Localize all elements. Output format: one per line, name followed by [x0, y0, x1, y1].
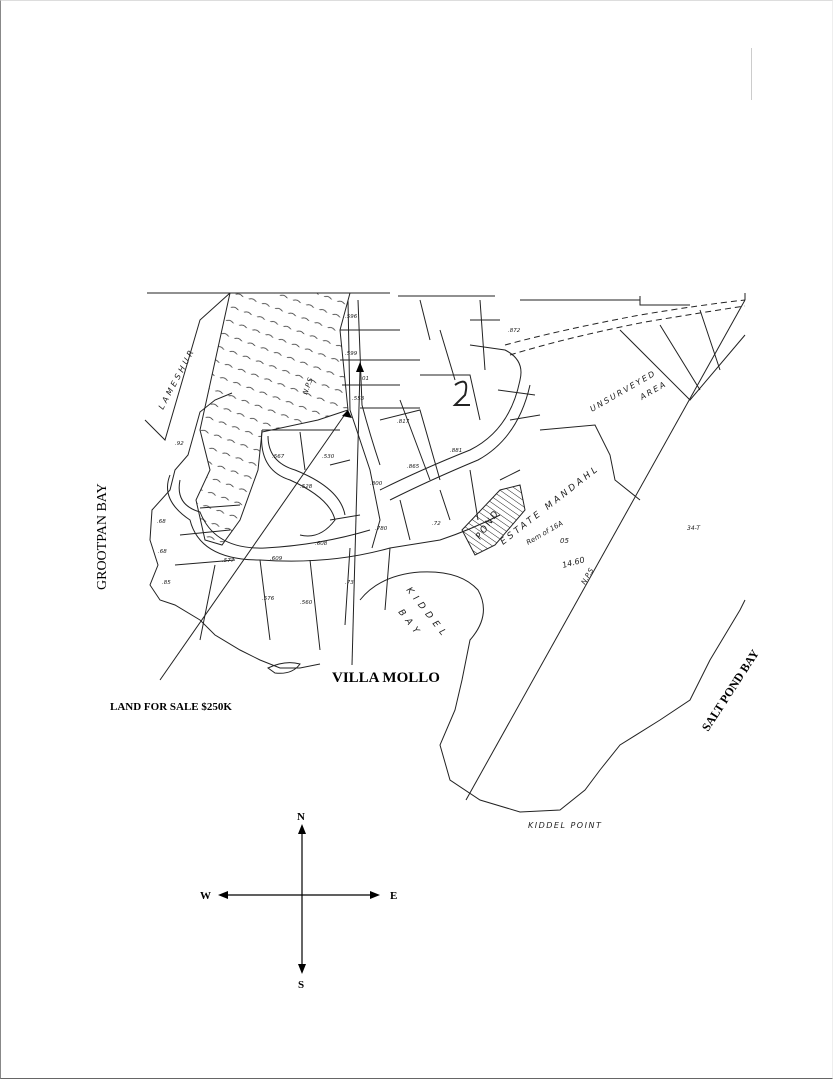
south-arrow-icon [298, 964, 306, 974]
parcel-area: .68 [158, 549, 167, 555]
compass-w: W [200, 890, 211, 902]
compass-s: S [298, 979, 304, 991]
parcel-area: .865 [407, 464, 420, 470]
label-salt-pond-bay: SALT POND BAY [699, 647, 762, 734]
parcel-area: .528 [300, 484, 313, 490]
map-linework [144, 292, 746, 813]
parcel-area: .92 [175, 441, 184, 447]
west-arrow-icon [218, 891, 228, 899]
north-arrow-icon [298, 824, 306, 834]
label-parcel-05: 05 [560, 537, 569, 545]
parcel-labels: .596 .599 01 .553 .567 .530 .528 .92 .68… [157, 314, 521, 606]
label-kiddel: KIDDEL [404, 586, 451, 642]
parcel-area: .560 [300, 600, 313, 606]
label-villa-mollo: VILLA MOLLO [332, 670, 440, 686]
parcel-area: .599 [345, 351, 358, 357]
label-lameshur: LAMESHUR [157, 346, 197, 411]
arrow-head [342, 410, 352, 418]
label-bay: BAY [396, 608, 424, 640]
compass-rose: N S W E [200, 811, 397, 991]
parcel-area: .596 [345, 314, 358, 320]
parcel-area: .817 [397, 419, 410, 425]
parcel-area: .553 [352, 396, 365, 402]
parcel-area: .530 [322, 454, 335, 460]
parcel-area: .800 [370, 481, 383, 487]
label-kiddel-point: KIDDEL POINT [528, 821, 602, 830]
label-acreage: 14.60 [561, 555, 585, 570]
compass-n: N [297, 811, 305, 823]
parcel-area: .68 [157, 519, 166, 525]
parcel-area: .881 [450, 448, 462, 454]
parcel-area: .576 [262, 596, 275, 602]
compass-e: E [390, 890, 397, 902]
parcel-area: .780 [375, 526, 388, 532]
parcel-area: .85 [162, 580, 171, 586]
parcel-area: .72 [432, 521, 441, 527]
label-grootpan-bay: GROOTPAN BAY [95, 483, 110, 590]
label-nps: N.P.S [580, 566, 596, 586]
scan-mark [751, 48, 752, 100]
label-land-for-sale: LAND FOR SALE $250K [110, 701, 232, 713]
parcel-area: .872 [508, 328, 521, 334]
east-arrow-icon [370, 891, 380, 899]
parcel-area: .608 [315, 541, 328, 547]
parcel-area: .567 [272, 454, 285, 460]
parcel-area: .609 [270, 556, 283, 562]
parcel-area: .73 [345, 580, 354, 586]
parcel-area: .577 [222, 558, 235, 564]
arrow-head [356, 362, 364, 372]
parcel-area: 01 [362, 376, 369, 382]
label-parcel-34t: 34-T [687, 525, 701, 532]
